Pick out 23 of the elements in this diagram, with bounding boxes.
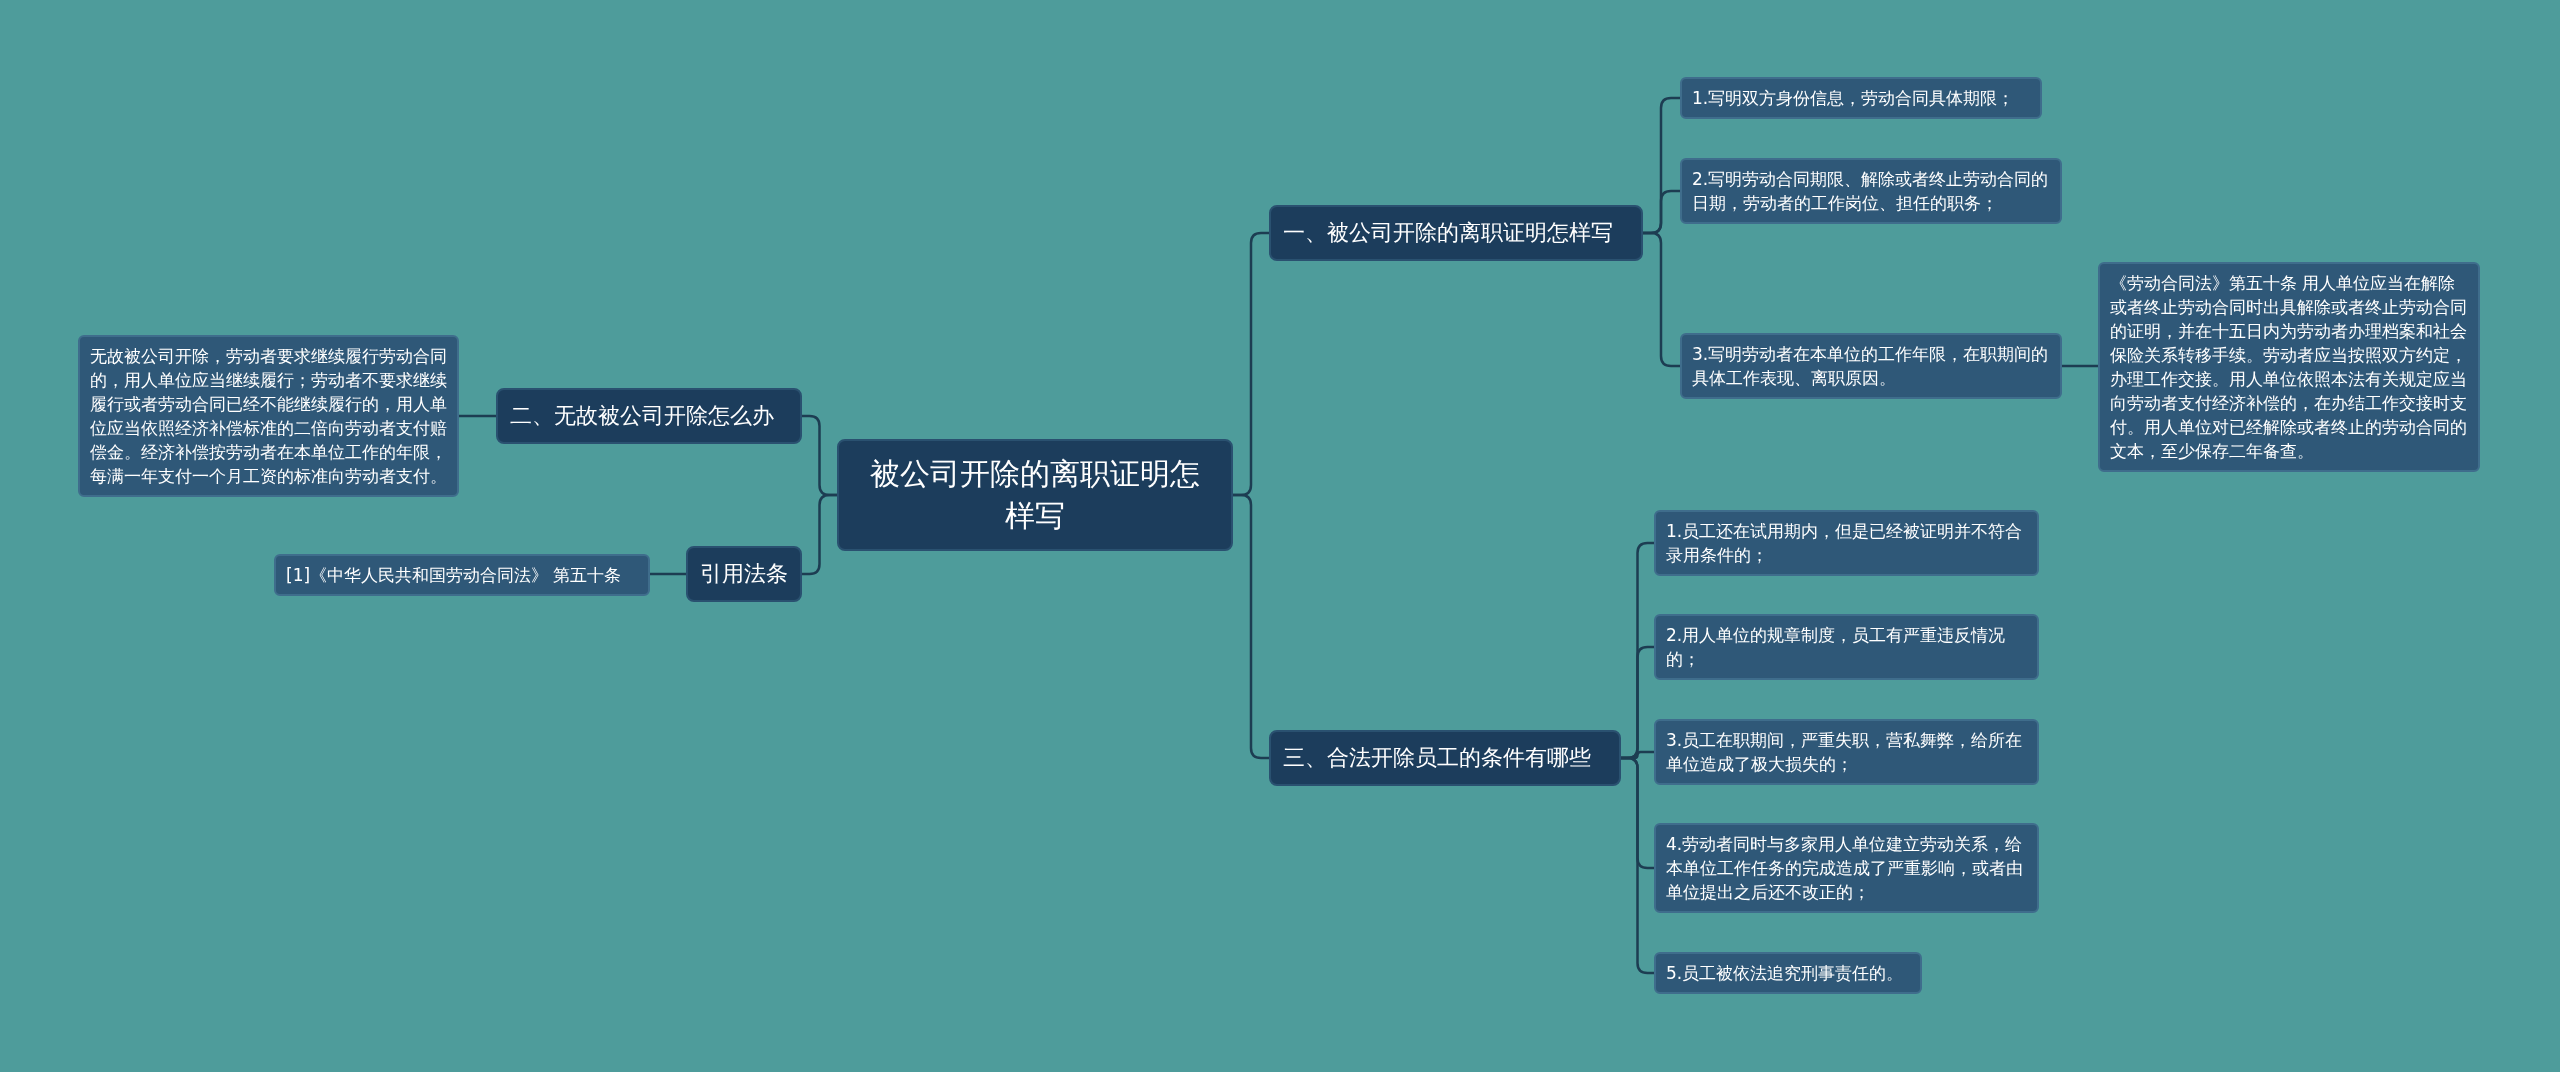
topic-box: 引用法条 (686, 546, 802, 602)
note-box: 3.写明劳动者在本单位的工作年限，在职期间的具体工作表现、离职原因。 (1680, 333, 2062, 399)
note-box: 《劳动合同法》第五十条 用人单位应当在解除或者终止劳动合同时出具解除或者终止劳动合同的证明，并在十五日内为劳动者办理档案和社会保险关系转移手续。劳动者应当按照双方约定，办理工作交接。用人单位依照本法有关规定应当向劳动者支付经济补偿的，在办结工作交接时支付。用人单位对已经解除或者终止的劳动合同的文本，至少保存二年备查。 (2098, 262, 2480, 472)
note-box: 5.员工被依法追究刑事责任的。 (1654, 952, 1922, 994)
note-box: 1.写明双方身份信息，劳动合同具体期限； (1680, 77, 2042, 119)
central-topic-box: 被公司开除的离职证明怎样写 (837, 439, 1233, 551)
connector-line (459, 414, 496, 418)
connector-line (802, 493, 837, 576)
connector-line (1233, 493, 1269, 760)
note-box: 2.用人单位的规章制度，员工有严重违反情况的； (1654, 614, 2039, 680)
topic-box: 二、无故被公司开除怎么办 (496, 388, 802, 444)
connector-line (2062, 364, 2098, 368)
note-box: 2.写明劳动合同期限、解除或者终止劳动合同的日期，劳动者的工作岗位、担任的职务； (1680, 158, 2062, 224)
connector-line (1621, 756, 1654, 975)
note-box: 无故被公司开除，劳动者要求继续履行劳动合同的，用人单位应当继续履行；劳动者不要求继续履行或者劳动合同已经不能继续履行的，用人单位应当依照经济补偿标准的二倍向劳动者支付赔偿金。经济补偿按劳动者在本单位工作的年限，每满一年支付一个月工资的标准向劳动者支付。 (78, 335, 459, 497)
note-box: [1]《中华人民共和国劳动合同法》 第五十条 (274, 554, 650, 596)
connector-line (1643, 231, 1680, 368)
note-box: 1.员工还在试用期内，但是已经被证明并不符合录用条件的； (1654, 510, 2039, 576)
connector-line (650, 572, 686, 576)
note-box: 4.劳动者同时与多家用人单位建立劳动关系，给本单位工作任务的完成造成了严重影响，或者由单位提出之后还不改正的； (1654, 823, 2039, 913)
topic-box: 三、合法开除员工的条件有哪些 (1269, 730, 1621, 786)
note-box: 3.员工在职期间，严重失职，营私舞弊，给所在单位造成了极大损失的； (1654, 719, 2039, 785)
topic-box: 一、被公司开除的离职证明怎样写 (1269, 205, 1643, 261)
